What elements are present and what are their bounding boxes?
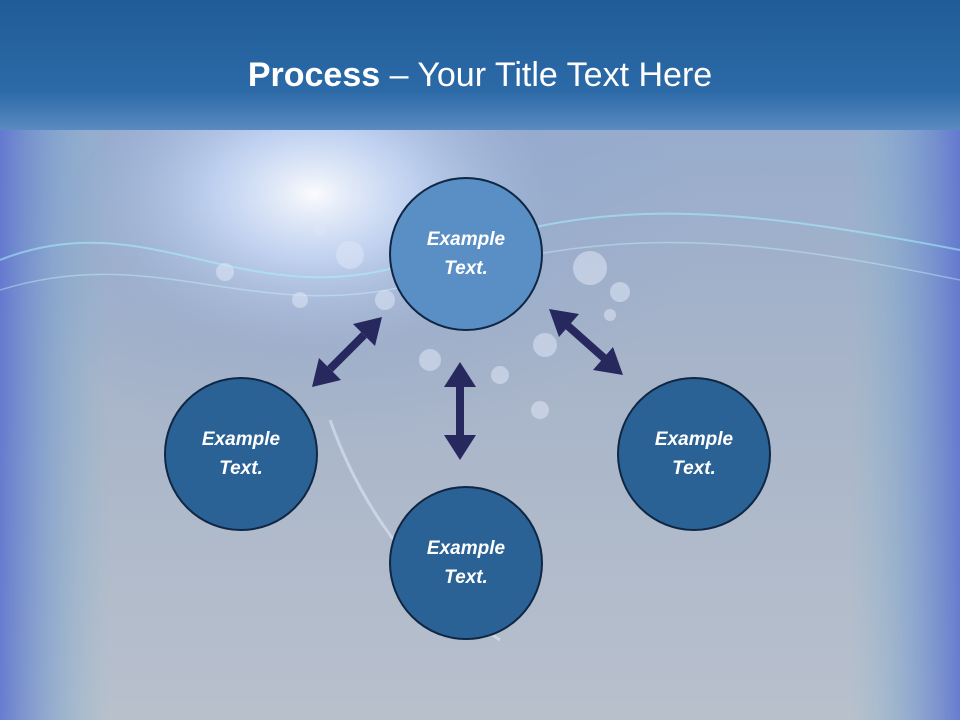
process-node-bottom: Example Text. bbox=[389, 486, 543, 640]
title-bar bbox=[0, 0, 960, 130]
arrow-top-right bbox=[549, 309, 623, 375]
node-left-label: Example Text. bbox=[201, 429, 281, 479]
arrow-vertical bbox=[444, 362, 476, 460]
node-top-label: Example Text. bbox=[426, 229, 506, 279]
process-node-top: Example Text. bbox=[389, 177, 543, 331]
node-bottom-label: Example Text. bbox=[426, 538, 506, 588]
slide-title: Process – Your Title Text Here bbox=[0, 52, 960, 98]
title-rest-text: – Your Title Text Here bbox=[380, 56, 713, 94]
node-right-label: Example Text. bbox=[654, 429, 734, 479]
arrow-top-left bbox=[312, 317, 382, 387]
process-node-left: Example Text. bbox=[164, 377, 318, 531]
process-node-right: Example Text. bbox=[617, 377, 771, 531]
title-bold-text: Process bbox=[247, 56, 381, 94]
